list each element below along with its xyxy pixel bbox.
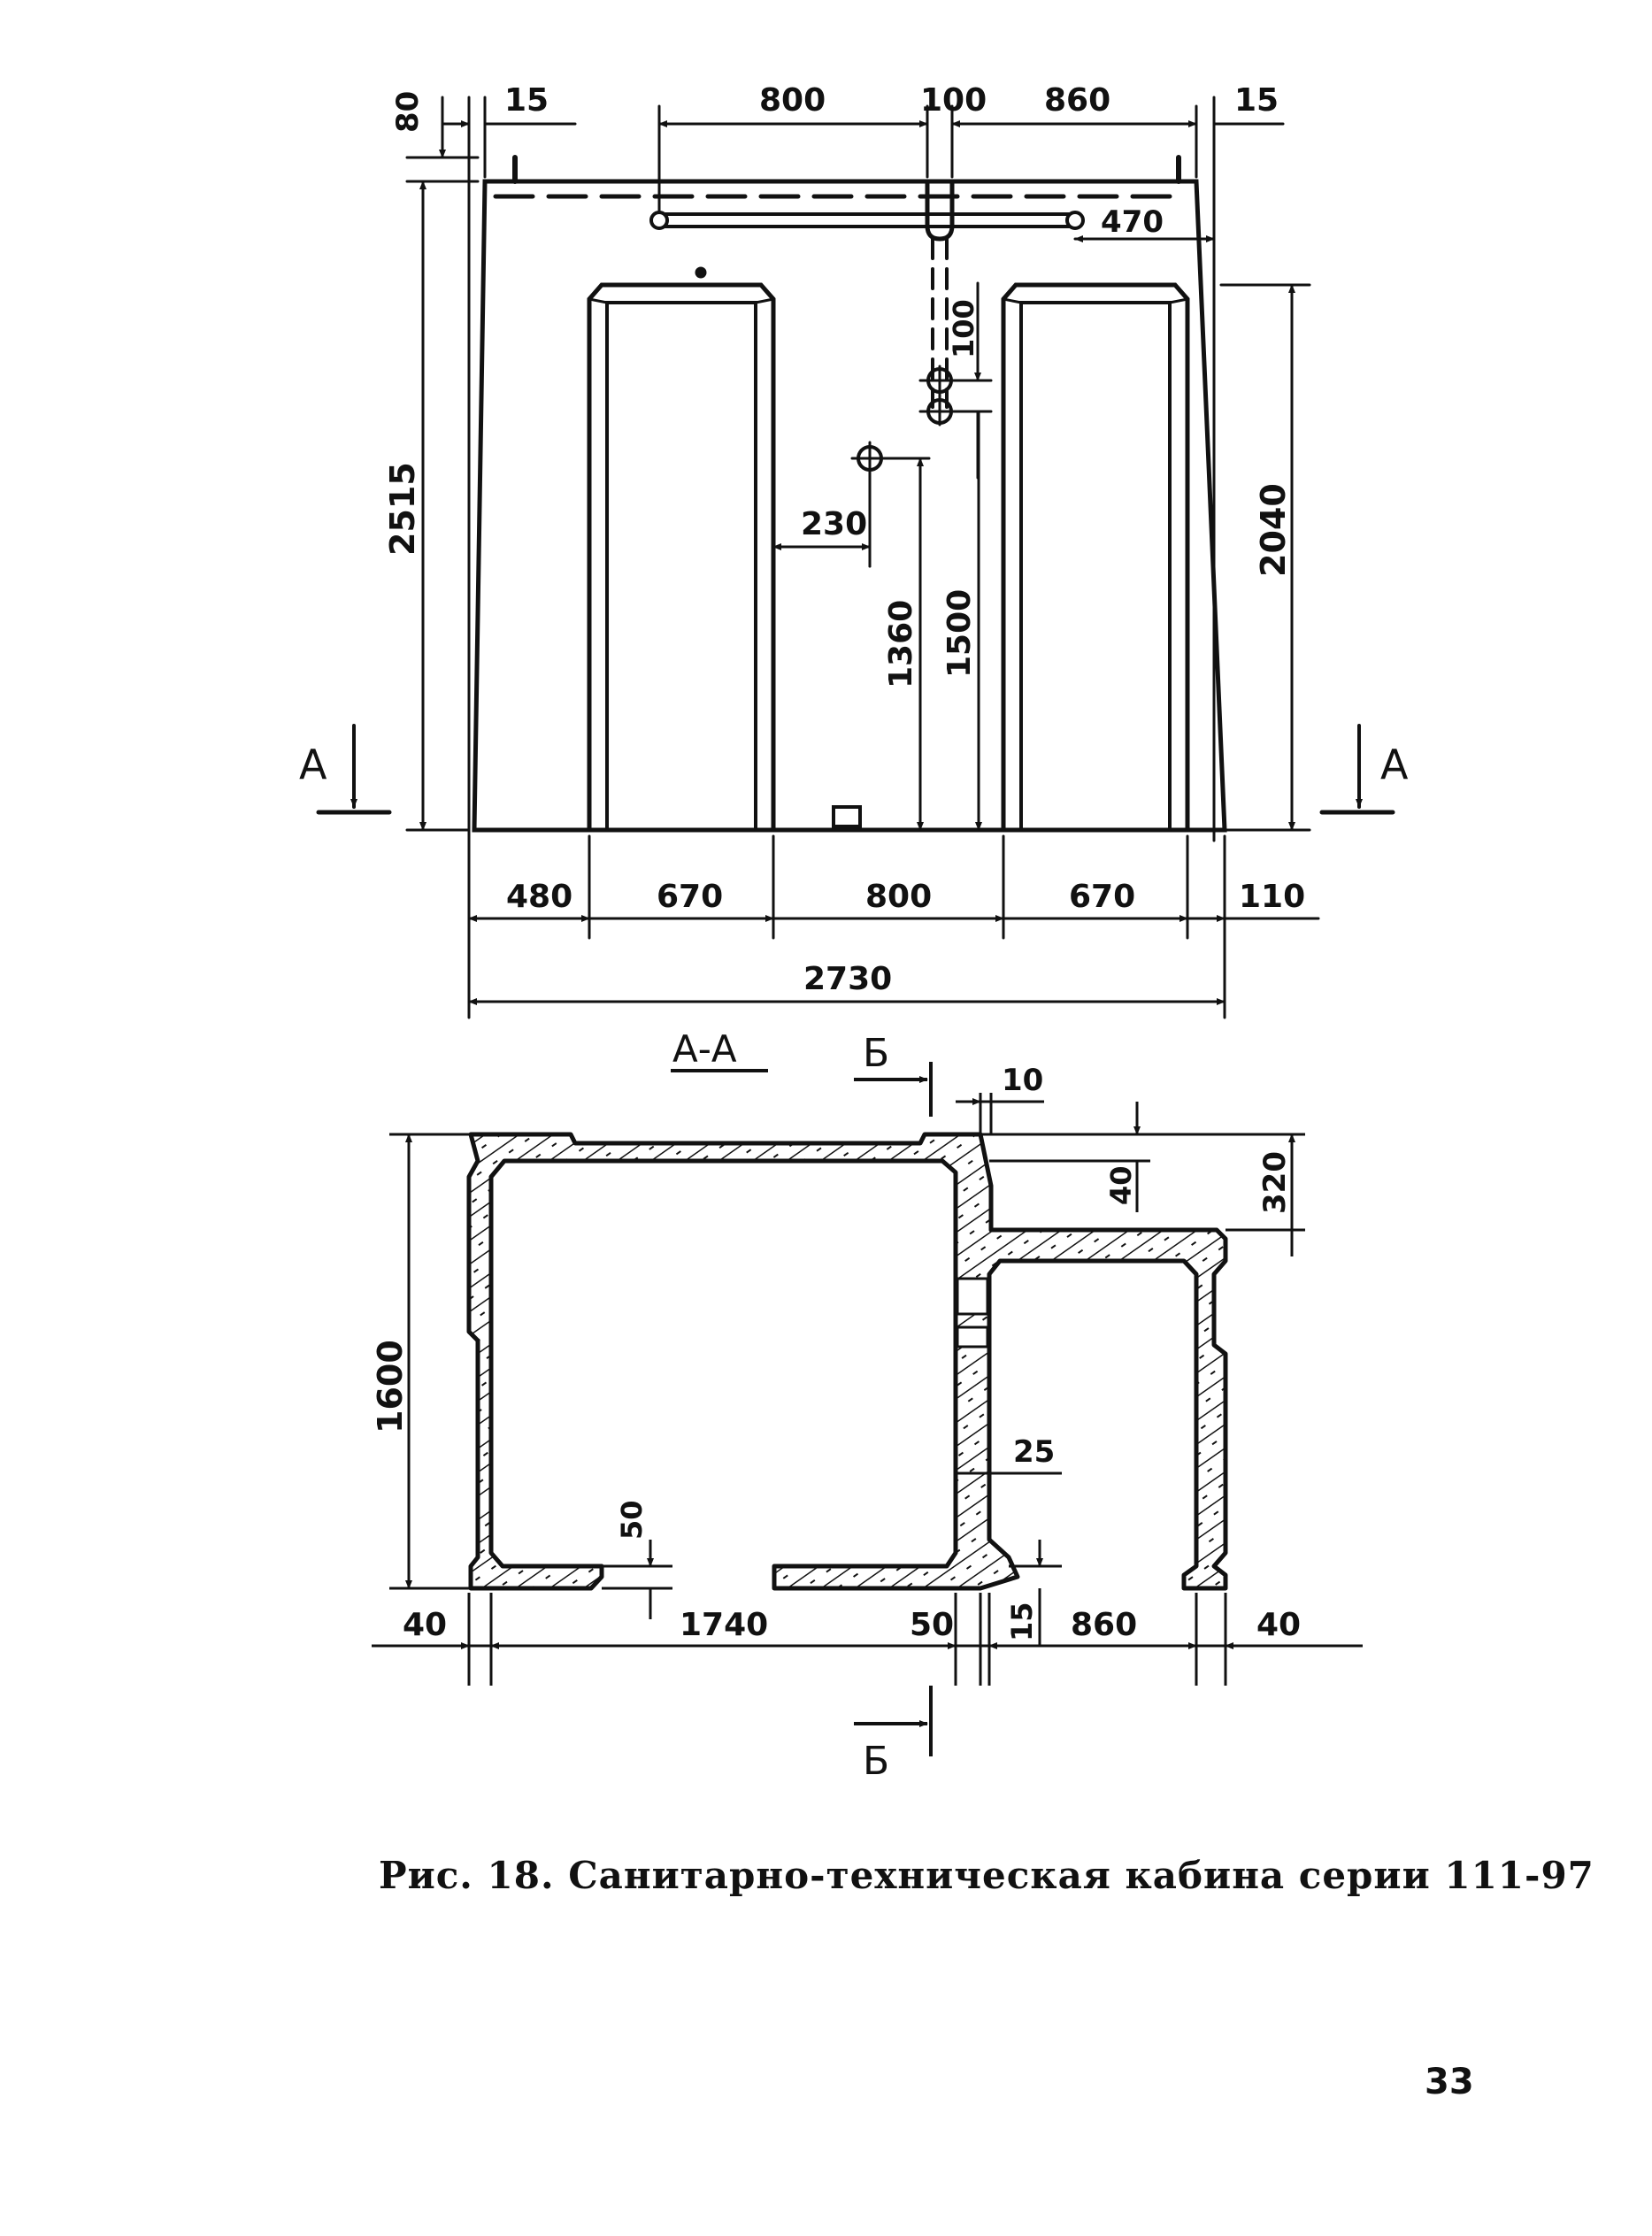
- plan-section: [372, 1062, 1363, 1756]
- dim-2515: 2515: [383, 462, 422, 556]
- dim-100-vertical: 100: [947, 299, 980, 358]
- dim-50-bottom: 50: [910, 1607, 954, 1643]
- dim-15-left: 15: [504, 82, 549, 119]
- dim-480: 480: [506, 879, 572, 915]
- dim-1500: 1500: [941, 589, 978, 678]
- elevation-labels: 800 100 860 15 15 80 470 100 2515 2040 2…: [299, 82, 1409, 997]
- dim-40-left: 40: [403, 1607, 447, 1643]
- dim-50-vertical: 50: [615, 1500, 649, 1540]
- dim-40-right: 40: [1256, 1607, 1301, 1643]
- dim-670-left: 670: [657, 879, 723, 915]
- section-title: А-А: [672, 1027, 737, 1071]
- figure-caption: Рис. 18. Санитарно-техническая кабина се…: [379, 1854, 1594, 1897]
- dim-670-right: 670: [1069, 879, 1135, 915]
- cut-mark-b-top: Б: [863, 1031, 889, 1076]
- dim-10: 10: [1002, 1063, 1043, 1098]
- dim-100-top: 100: [920, 82, 987, 119]
- door-right: [1001, 282, 1190, 833]
- dim-1360: 1360: [883, 600, 919, 688]
- section-mark-a-left: А: [299, 741, 327, 788]
- dim-25: 25: [1013, 1434, 1055, 1470]
- dim-320: 320: [1257, 1151, 1293, 1214]
- dim-2730: 2730: [803, 961, 892, 997]
- dim-15-right: 15: [1234, 82, 1279, 119]
- dim-80: 80: [390, 91, 426, 133]
- plan-walls-hatched: [466, 1132, 1228, 1591]
- horizontal-pipe: [657, 212, 1077, 228]
- dim-1740: 1740: [680, 1607, 768, 1643]
- dim-40-vertical: 40: [1104, 1165, 1138, 1205]
- cut-mark-b-bottom: Б: [863, 1739, 889, 1784]
- dim-470: 470: [1101, 204, 1164, 240]
- dim-15-vertical: 15: [1005, 1602, 1039, 1641]
- dim-230: 230: [801, 506, 867, 542]
- riser: [925, 179, 955, 242]
- dim-860-top: 860: [1044, 82, 1110, 119]
- section-mark-a-right: А: [1380, 741, 1409, 788]
- page-number: 33: [1425, 2062, 1474, 2102]
- door-left: [587, 266, 776, 833]
- dim-110: 110: [1239, 879, 1305, 915]
- floor-drain: [832, 805, 862, 828]
- plan-labels: А-А Б 10 40 320 1600 25 50 15 40 1740 50…: [371, 1027, 1301, 1784]
- dim-860-plan: 860: [1071, 1607, 1137, 1643]
- elevation-view: [316, 96, 1395, 1019]
- dim-2040: 2040: [1254, 483, 1293, 577]
- dim-1600: 1600: [371, 1340, 410, 1433]
- dim-800-top: 800: [759, 82, 826, 119]
- dim-800-bottom: 800: [865, 879, 932, 915]
